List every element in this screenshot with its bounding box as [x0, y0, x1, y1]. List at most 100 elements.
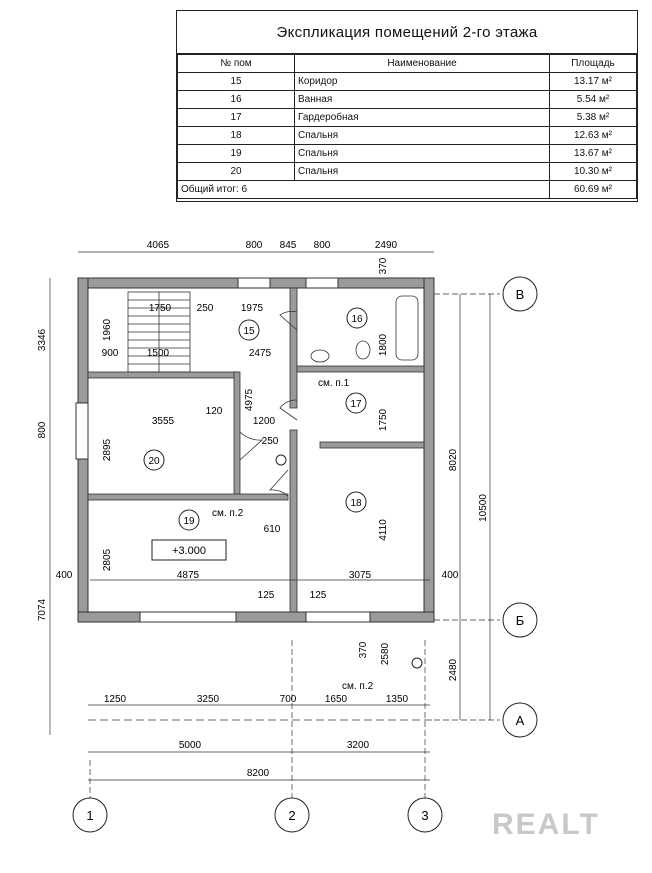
interior-walls	[87, 287, 425, 613]
room-19-label: 19	[183, 516, 195, 527]
table-row: 17 Гардеробная 5.38 м²	[177, 108, 637, 127]
dim-top-3: 845	[280, 240, 297, 251]
dim-int: 370	[378, 257, 389, 274]
wall-room19-top	[87, 493, 289, 501]
dim-top-4: 800	[314, 240, 331, 251]
floor-plan-drawing: +3.000 15 16 17 18 19 20 см. п.1 см. п.2…	[37, 240, 538, 833]
total-area: 60.69 м²	[549, 180, 637, 199]
room-number: 17	[177, 108, 295, 127]
dim-int: 400	[442, 570, 459, 581]
dim-int: 250	[262, 436, 279, 447]
wall-right	[423, 277, 435, 621]
dim-int: 1500	[147, 348, 170, 359]
door-room20	[239, 431, 264, 461]
room-labels: 15 16 17 18 19 20	[143, 307, 368, 531]
total-label: Общий итог: 6	[177, 180, 550, 199]
wall-wardrobe	[319, 441, 425, 449]
window-bottom-1	[139, 611, 237, 623]
dim-int: 1960	[102, 318, 113, 341]
dim-int: 1975	[241, 303, 264, 314]
table-row: 15 Коридор 13.17 м²	[177, 72, 637, 91]
room-area: 13.17 м²	[549, 72, 637, 91]
dim-int: 4875	[177, 570, 200, 581]
dim-int: 4110	[378, 519, 389, 541]
room-16-label: 16	[351, 314, 363, 325]
dim-left-3: 7074	[37, 598, 48, 621]
watermark: REALT	[492, 808, 600, 841]
wall-room20-top	[87, 371, 239, 379]
room-area: 5.38 м²	[549, 108, 637, 127]
window-left	[75, 402, 89, 460]
dim-int: 125	[310, 590, 327, 601]
dim-int: 2805	[102, 548, 113, 571]
room-area: 12.63 м²	[549, 126, 637, 145]
room-name: Спальня	[294, 126, 550, 145]
room-name: Спальня	[294, 162, 550, 181]
axis-markers: В Б А 1 2 3	[72, 276, 538, 833]
stairs	[127, 291, 191, 373]
wall-core-lower	[289, 429, 298, 613]
dim-right-1: 8020	[448, 448, 459, 471]
room-number: 15	[177, 72, 295, 91]
dim-int: 1200	[253, 416, 276, 427]
dim-bot-1: 1250	[104, 694, 127, 705]
door-wardrobe	[279, 399, 298, 421]
dim-int: 400	[56, 570, 73, 581]
bath-fixtures	[310, 295, 419, 363]
axis-row-v: В	[516, 287, 525, 302]
bathtub-icon	[395, 295, 419, 361]
rooms-schedule-table: Экспликация помещений 2-го этажа № пом Н…	[176, 10, 638, 202]
dim-int: 1750	[149, 303, 172, 314]
dim-right-3: 2480	[448, 658, 459, 681]
header-area: Площадь	[549, 54, 637, 73]
window-bottom-2	[305, 611, 371, 623]
left-dimensions: 3346 800 7074	[37, 328, 48, 621]
room-number: 18	[177, 126, 295, 145]
axis-row-b: Б	[516, 613, 525, 628]
dim-int: 2475	[249, 348, 272, 359]
dim-int: 4975	[244, 388, 255, 411]
dim-int: 610	[264, 524, 281, 535]
dim-bot-5: 1350	[386, 694, 409, 705]
dim-top-1: 4065	[147, 240, 170, 251]
axis-col-3: 3	[421, 808, 428, 823]
dim-right-2: 10500	[478, 494, 489, 522]
sink-icon	[310, 349, 330, 363]
room-area: 10.30 м²	[549, 162, 637, 181]
room-number: 19	[177, 144, 295, 163]
door-bath	[279, 311, 298, 331]
dim-int: 3555	[152, 416, 175, 427]
dim-bot-3: 700	[280, 694, 297, 705]
dim-int: 2580	[380, 642, 391, 665]
dim-int: 125	[258, 590, 275, 601]
room-area: 5.54 м²	[549, 90, 637, 109]
table-row: 16 Ванная 5.54 м²	[177, 90, 637, 109]
dim-int: 120	[206, 406, 223, 417]
wall-bath	[296, 365, 425, 373]
note-2: см. п.2	[212, 508, 244, 519]
door-room19	[269, 469, 289, 497]
dim-int: 250	[197, 303, 214, 314]
level-mark: +3.000	[172, 545, 206, 557]
notes: см. п.1 см. п.2 см. п.2	[212, 378, 374, 692]
room-number: 16	[177, 90, 295, 109]
dim-left-1: 3346	[37, 328, 48, 351]
table-row: 18 Спальня 12.63 м²	[177, 126, 637, 145]
dim-bot-4: 1650	[325, 694, 348, 705]
axis-col-1: 1	[86, 808, 93, 823]
dim-bot-total: 8200	[247, 768, 270, 779]
schedule-header-row: № пом Наименование Площадь	[177, 54, 637, 73]
level-box	[151, 539, 227, 561]
toilet-icon	[355, 340, 371, 360]
dim-bot-7: 3200	[347, 740, 370, 751]
wall-room20-right	[233, 371, 241, 495]
schedule-grid: № пом Наименование Площадь 15 Коридор 13…	[177, 54, 637, 199]
dim-bot-6: 5000	[179, 740, 202, 751]
room-18-label: 18	[350, 498, 362, 509]
right-dimensions: 8020 10500 2480	[448, 448, 489, 681]
dim-int: 1750	[378, 408, 389, 431]
dimension-lines	[49, 251, 500, 800]
window-top-2	[305, 277, 339, 289]
top-dimensions: 4065 800 845 800 2490	[147, 240, 398, 251]
room-name: Ванная	[294, 90, 550, 109]
